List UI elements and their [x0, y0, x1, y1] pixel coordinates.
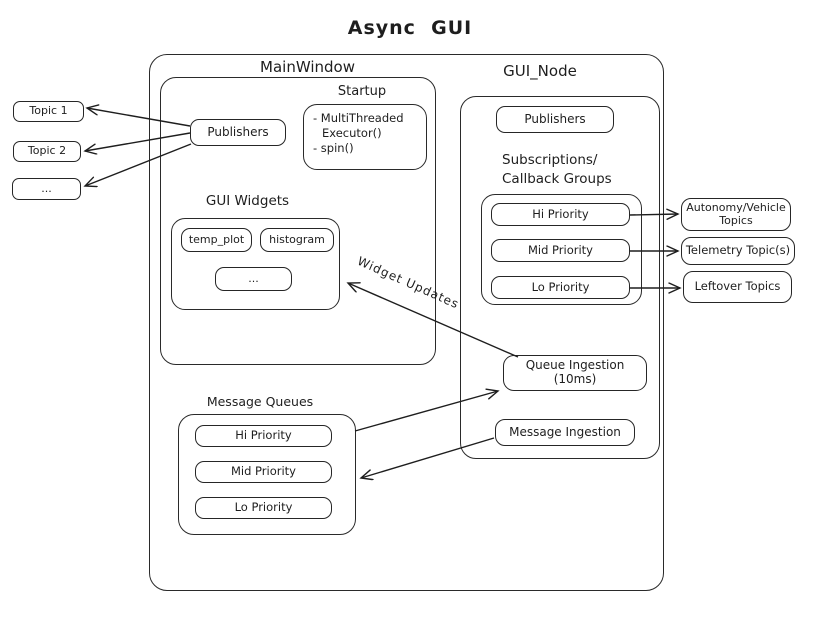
- subscriptions-label-line1: Subscriptions/: [502, 152, 598, 168]
- leftover-topics-node: Leftover Topics: [683, 271, 792, 303]
- gui-widgets-label: GUI Widgets: [205, 193, 290, 209]
- queue-mid-priority-node: Mid Priority: [195, 461, 332, 483]
- queue-hi-priority-node: Hi Priority: [195, 425, 332, 447]
- message-ingestion-node: Message Ingestion: [495, 419, 635, 446]
- main-window-label: MainWindow: [260, 58, 355, 76]
- telemetry-topics-node: Telemetry Topic(s): [681, 237, 795, 265]
- temp-plot-node: temp_plot: [181, 228, 252, 252]
- diagram-title: Async GUI: [347, 17, 473, 39]
- startup-box: [303, 104, 427, 170]
- gui-node-box: [460, 96, 660, 459]
- startup-line-1: - MultiThreaded: [313, 111, 404, 125]
- topic-2-node: Topic 2: [13, 141, 81, 162]
- subscriptions-label-line2: Callback Groups: [502, 171, 612, 187]
- subscription-hi-priority-node: Hi Priority: [491, 203, 630, 226]
- startup-line-2: Executor(): [322, 126, 382, 140]
- gui-node-label: GUI_Node: [503, 62, 577, 80]
- subscription-lo-priority-node: Lo Priority: [491, 276, 630, 299]
- main-window-publishers-node: Publishers: [190, 119, 286, 146]
- widgets-more-node: ...: [215, 267, 292, 291]
- startup-label: Startup: [337, 84, 387, 99]
- message-queues-label: Message Queues: [206, 394, 314, 409]
- histogram-node: histogram: [260, 228, 334, 252]
- gui-node-publishers-node: Publishers: [496, 106, 614, 133]
- topic-more-node: ...: [12, 178, 81, 200]
- topic-1-node: Topic 1: [13, 101, 84, 122]
- queue-lo-priority-node: Lo Priority: [195, 497, 332, 519]
- startup-line-3: - spin(): [313, 141, 354, 155]
- subscriptions-label: Subscriptions/ Callback Groups: [502, 151, 652, 189]
- queue-ingestion-node: Queue Ingestion (10ms): [503, 355, 647, 391]
- autonomy-vehicle-topics-node: Autonomy/Vehicle Topics: [681, 198, 791, 231]
- main-window-box: [160, 77, 436, 365]
- outer-system-box: [149, 54, 664, 591]
- startup-text: - MultiThreaded Executor() - spin(): [313, 111, 404, 156]
- subscription-mid-priority-node: Mid Priority: [491, 239, 630, 262]
